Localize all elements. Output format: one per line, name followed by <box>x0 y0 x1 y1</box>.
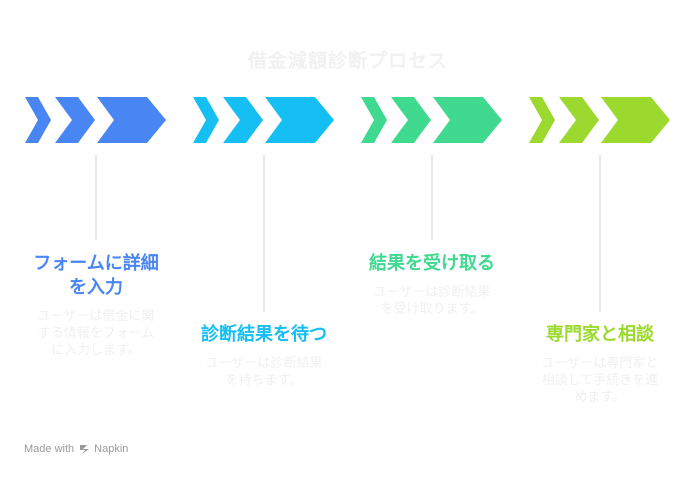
step-3-chevron-small-2 <box>391 97 431 143</box>
step-1-title-line2: を入力 <box>69 277 123 298</box>
step-4-chevrons <box>529 97 670 143</box>
step-4-chevron-small-2 <box>559 97 599 143</box>
step-2-desc-line1: ユーザーは診断結果 <box>205 356 323 371</box>
step-3-desc-line2: を受け取ります。 <box>380 302 484 317</box>
step-1-desc-line1: ユーザーは借金に関 <box>37 309 155 324</box>
step-2-chevron-large <box>265 97 334 143</box>
napkin-logo-icon <box>80 445 90 454</box>
step-1-title: フォームに詳細 を入力 <box>14 252 178 300</box>
step-4-desc-line2: 相談して手続きを進 <box>541 373 659 388</box>
step-4: 専門家と相談 ユーザーは専門家と 相談して手続きを進 めます。 <box>518 323 682 406</box>
step-4-connector <box>599 155 601 312</box>
step-2-chevron-small-1 <box>193 97 219 143</box>
step-1-title-line1: フォームに詳細 <box>33 253 159 274</box>
step-3-connector <box>431 155 433 240</box>
step-2-chevron-small-2 <box>223 97 263 143</box>
step-3-chevron-small-1 <box>361 97 387 143</box>
step-4-chevron-large <box>601 97 670 143</box>
step-3-desc-line1: ユーザーは診断結果 <box>373 285 491 300</box>
step-2-description: ユーザーは診断結果 を待ちます。 <box>182 355 346 389</box>
step-1-chevron-large <box>97 97 166 143</box>
step-2: 診断結果を待つ ユーザーは診断結果 を待ちます。 <box>182 323 346 389</box>
napkin-brand-label: Napkin <box>94 443 129 455</box>
step-2-chevrons <box>193 97 334 143</box>
step-2-desc-line2: を待ちます。 <box>225 373 303 388</box>
step-4-description: ユーザーは専門家と 相談して手続きを進 めます。 <box>518 355 682 406</box>
step-3-chevrons <box>361 97 502 143</box>
diagram-title: 借金減額診断プロセス <box>247 50 448 72</box>
step-2-title-line1: 診断結果を待つ <box>201 324 327 345</box>
made-with-label: Made with <box>24 443 75 455</box>
step-2-connector <box>263 155 265 312</box>
step-4-desc-line1: ユーザーは専門家と <box>541 356 659 371</box>
step-2-title: 診断結果を待つ <box>182 323 346 347</box>
step-3-title: 結果を受け取る <box>350 252 514 276</box>
step-1-desc-line3: に入力します。 <box>51 343 141 358</box>
made-with-napkin-footer[interactable]: Made with Napkin <box>24 443 128 455</box>
step-3: 結果を受け取る ユーザーは診断結果 を受け取ります。 <box>350 252 514 318</box>
step-1-chevron-small-2 <box>55 97 95 143</box>
step-1: フォームに詳細 を入力 ユーザーは借金に関 する情報をフォーム に入力します。 <box>14 252 178 359</box>
step-4-chevron-small-1 <box>529 97 555 143</box>
step-3-description: ユーザーは診断結果 を受け取ります。 <box>350 284 514 318</box>
step-1-description: ユーザーは借金に関 する情報をフォーム に入力します。 <box>14 308 178 359</box>
step-1-desc-line2: する情報をフォーム <box>37 326 155 341</box>
step-1-connector <box>95 155 97 240</box>
step-3-title-line1: 結果を受け取る <box>369 253 495 274</box>
step-3-chevron-large <box>433 97 502 143</box>
step-4-title-line1: 専門家と相談 <box>546 324 654 345</box>
step-4-title: 専門家と相談 <box>518 323 682 347</box>
step-1-chevron-small-1 <box>25 97 51 143</box>
step-1-chevrons <box>25 97 166 143</box>
step-4-desc-line3: めます。 <box>574 390 626 405</box>
